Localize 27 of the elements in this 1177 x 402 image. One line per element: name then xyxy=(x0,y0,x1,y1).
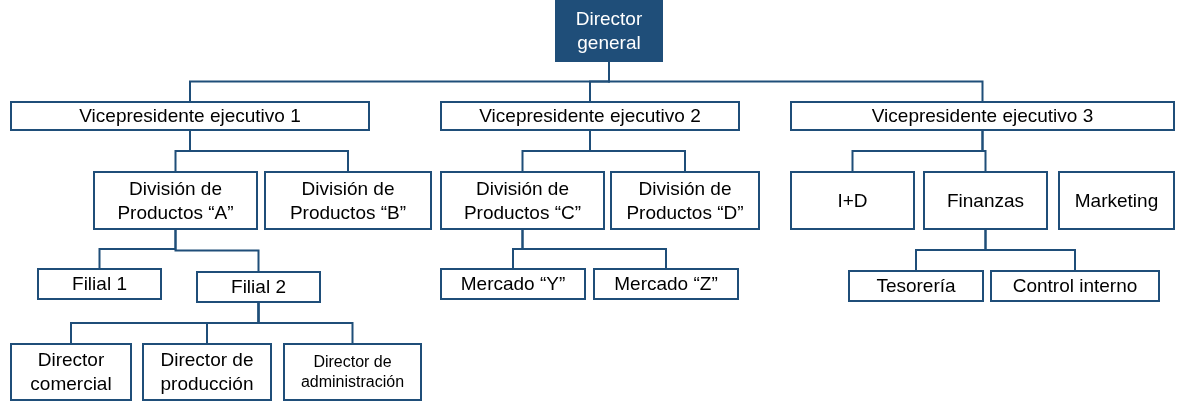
org-box: I+D xyxy=(790,171,915,230)
org-box: División de Productos “B” xyxy=(264,171,432,230)
org-box: División de Productos “A” xyxy=(93,171,258,230)
connector-line xyxy=(589,130,686,172)
connector-line xyxy=(174,229,260,272)
org-box: Filial 1 xyxy=(37,268,162,300)
org-box: Director de producción xyxy=(142,343,272,401)
director-box: Director general xyxy=(555,0,663,62)
org-box: Mercado “Z” xyxy=(593,268,739,300)
connector-line xyxy=(257,302,354,344)
org-box: Vicepresidente ejecutivo 2 xyxy=(440,101,740,131)
org-box: Vicepresidente ejecutivo 3 xyxy=(790,101,1175,131)
connector-line xyxy=(189,130,349,172)
org-box: Director de administración xyxy=(283,343,422,401)
org-box: Filial 2 xyxy=(196,271,321,303)
org-box: Director comercial xyxy=(10,343,132,401)
org-box: Finanzas xyxy=(923,171,1048,230)
org-box: Tesorería xyxy=(848,270,984,302)
connector-line xyxy=(984,229,1076,271)
connector-line xyxy=(521,229,667,269)
org-box: Marketing xyxy=(1058,171,1175,230)
org-box: Mercado “Y” xyxy=(440,268,586,300)
connector-line xyxy=(981,130,987,172)
org-box: División de Productos “C” xyxy=(440,171,605,230)
org-box: División de Productos “D” xyxy=(610,171,760,230)
org-box: Control interno xyxy=(990,270,1160,302)
org-box: Vicepresidente ejecutivo 1 xyxy=(10,101,370,131)
